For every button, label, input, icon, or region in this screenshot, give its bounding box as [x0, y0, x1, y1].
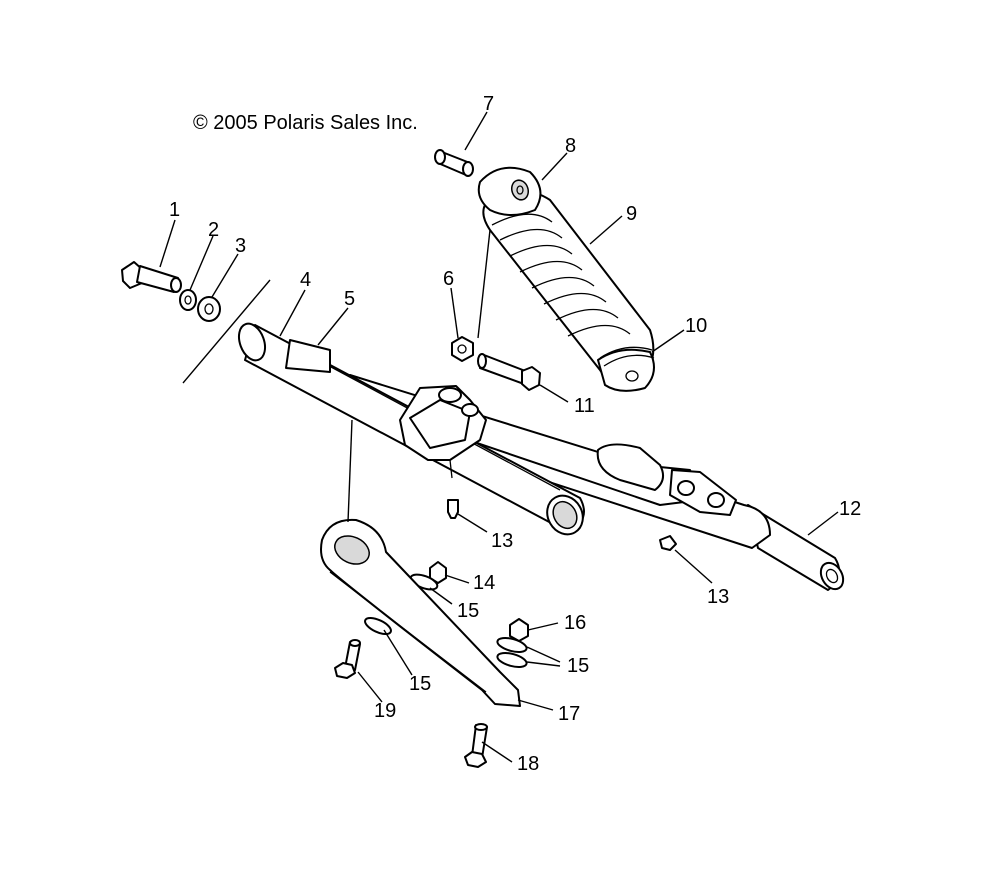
part-15-washer-pair	[496, 637, 528, 668]
callout-11: 11	[574, 395, 595, 417]
callout-9: 9	[626, 203, 637, 225]
callout-6: 6	[443, 268, 454, 290]
part-8-9-10-shock-absorber	[477, 166, 655, 392]
callout-19: 19	[374, 700, 396, 722]
callout-13-left: 13	[491, 530, 513, 552]
callout-17: 17	[558, 703, 580, 725]
part-3-washer	[197, 296, 221, 322]
section-divider	[182, 279, 271, 384]
callout-8: 8	[565, 135, 576, 157]
callout-12: 12	[839, 498, 861, 520]
part-13-grease-fitting-right	[659, 535, 677, 551]
part-11-bolt	[477, 353, 541, 391]
callout-14: 14	[473, 572, 495, 594]
leader-lines	[159, 111, 839, 763]
copyright-text: © 2005 Polaris Sales Inc.	[193, 112, 418, 134]
part-13-grease-fitting-left	[447, 499, 459, 519]
callout-13-right: 13	[707, 586, 729, 608]
callout-16: 16	[564, 612, 586, 634]
part-17-link-arm	[320, 518, 521, 707]
part-18-bolt	[464, 723, 488, 768]
callout-3: 3	[235, 235, 246, 257]
callout-15-pair: 15	[567, 655, 589, 677]
part-7-bushing	[434, 149, 474, 177]
part-1-bolt	[121, 261, 182, 293]
part-4-5-12-tube-assembly	[237, 322, 845, 591]
callout-5: 5	[344, 288, 355, 310]
callout-15-upper: 15	[457, 600, 479, 622]
callout-10: 10	[685, 315, 707, 337]
part-16-nut	[509, 618, 529, 642]
callout-labels: 1 2 3 4 5 6 7 8 9 10 11 12 13 13 14 15 1…	[169, 93, 861, 775]
callout-4: 4	[300, 269, 311, 291]
callout-2: 2	[208, 219, 219, 241]
callout-18: 18	[517, 753, 539, 775]
callout-7: 7	[483, 93, 494, 115]
part-6-nut	[451, 336, 474, 362]
part-19-bolt	[334, 639, 361, 679]
callout-1: 1	[169, 199, 180, 221]
part-2-lock-washer	[179, 289, 197, 311]
callout-15-left: 15	[409, 673, 431, 695]
